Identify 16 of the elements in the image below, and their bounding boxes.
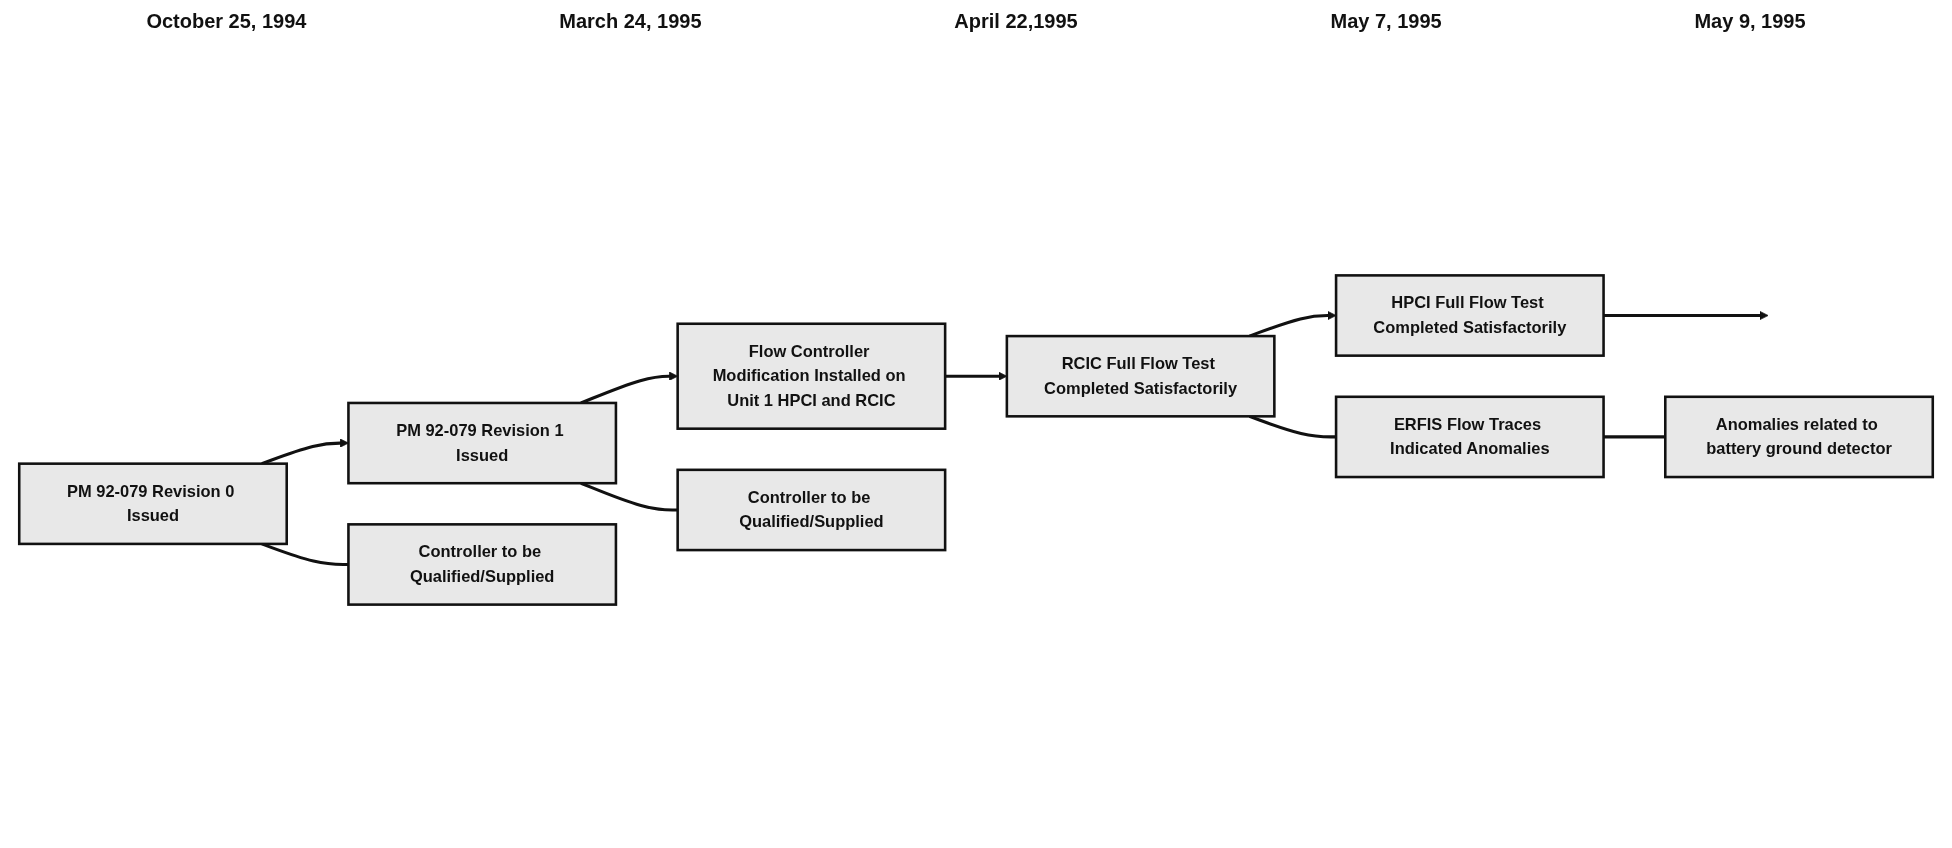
arrow xyxy=(1603,311,1769,321)
node-box: Controller to be Qualified/Supplied xyxy=(676,468,947,552)
node-box: ERFIS Flow Traces Indicated Anomalies xyxy=(1334,395,1605,479)
node-box: Controller to be Qualified/Supplied xyxy=(347,523,618,606)
date-label: October 25, 1994 xyxy=(146,10,307,34)
date-label: April 22,1995 xyxy=(954,10,1078,34)
date-label: May 7, 1995 xyxy=(1330,10,1442,34)
node-box: HPCI Full Flow Test Completed Satisfactorily xyxy=(1334,274,1605,357)
node-box: Flow Controller Modification Installed on Unit 1 HPCI and RCIC xyxy=(676,322,947,430)
node-box: PM 92-079 Revision 0 Issued xyxy=(17,462,288,546)
connector xyxy=(1603,435,1666,439)
date-label: May 9, 1995 xyxy=(1694,10,1806,34)
node-box: RCIC Full Flow Test Completed Satisfactorily xyxy=(1005,334,1276,418)
node-box: PM 92-079 Revision 1 Issued xyxy=(347,401,618,485)
node-box: Anomalies related to battery ground detector xyxy=(1664,395,1935,479)
date-label: March 24, 1995 xyxy=(559,10,702,34)
